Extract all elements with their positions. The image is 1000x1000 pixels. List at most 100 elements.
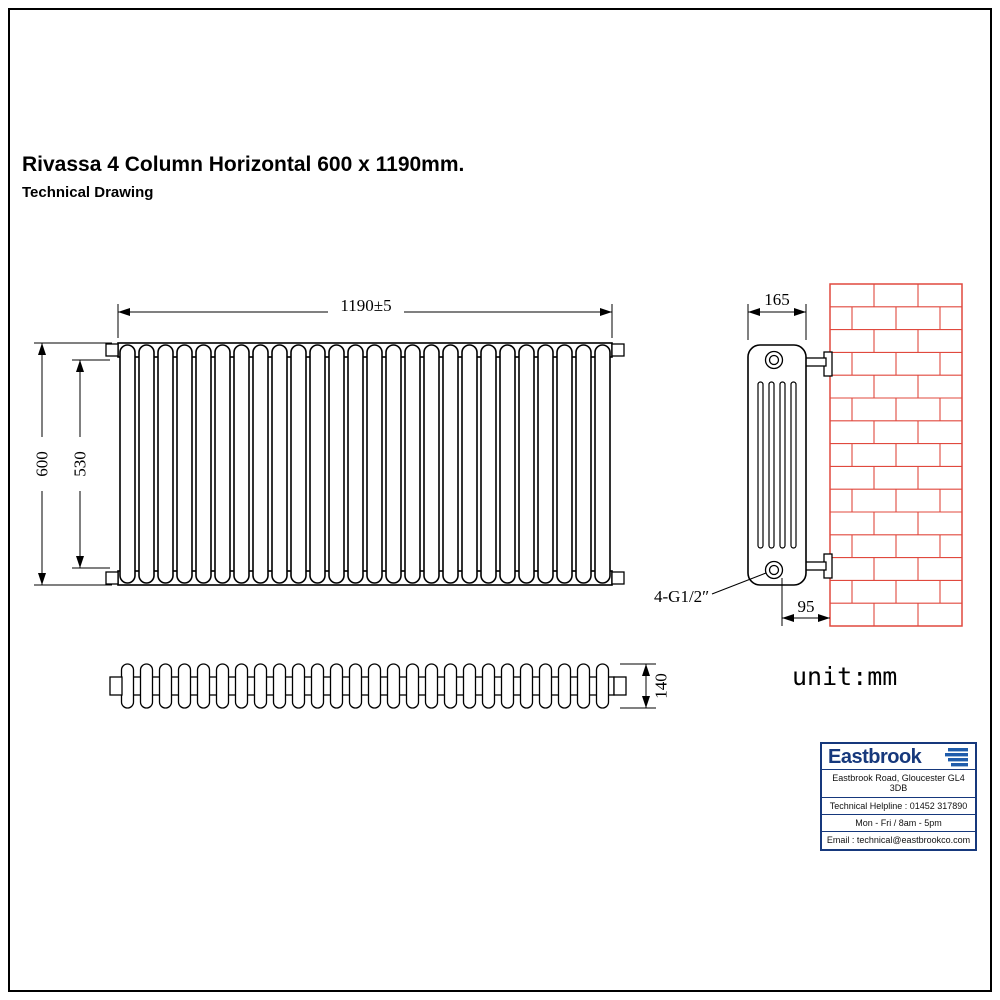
front-columns-group (119, 344, 611, 584)
top-columns-group (120, 663, 610, 709)
top-view (109, 663, 627, 709)
top-column-loop (139, 663, 154, 709)
radiator-column (119, 344, 136, 584)
dim-height-label: 600 (33, 451, 52, 477)
side-view (747, 344, 833, 586)
radiator-column (138, 344, 155, 584)
wall-bracket-arm-bottom (803, 561, 827, 571)
top-column-loop (443, 663, 458, 709)
top-column-loop (348, 663, 363, 709)
radiator-column (404, 344, 421, 584)
brand-title-block: Eastbrook Eastbrook Road, Gloucester GL4… (820, 742, 977, 851)
top-column-loop (386, 663, 401, 709)
front-plug-top-left (105, 343, 119, 357)
dimension-height: 600 (33, 342, 112, 586)
top-column-loop (595, 663, 610, 709)
side-column-slot (757, 381, 764, 549)
side-column-slot (779, 381, 786, 549)
connection-callout: 4-G1/2″ (654, 572, 767, 606)
top-column-loop (576, 663, 591, 709)
top-column-loop (424, 663, 439, 709)
top-column-loop (500, 663, 515, 709)
radiator-column (176, 344, 193, 584)
top-column-loop (367, 663, 382, 709)
top-column-loop (272, 663, 287, 709)
top-plug-right (613, 676, 627, 696)
radiator-column (537, 344, 554, 584)
top-column-loop (538, 663, 553, 709)
radiator-column (328, 344, 345, 584)
side-column-slot (790, 381, 797, 549)
brand-name: Eastbrook (828, 746, 922, 768)
brand-email: Email : technical@eastbrookco.com (822, 831, 975, 848)
top-column-loop (519, 663, 534, 709)
top-column-loop (329, 663, 344, 709)
unit-label: unit:mm (792, 662, 898, 691)
top-column-loop (215, 663, 230, 709)
radiator-column (442, 344, 459, 584)
brand-hours: Mon - Fri / 8am - 5pm (822, 814, 975, 831)
dimension-depth: 165 (747, 290, 807, 340)
top-column-loop (291, 663, 306, 709)
front-plug-top-right (611, 343, 625, 357)
dim-depth-label: 165 (764, 290, 790, 309)
radiator-column (480, 344, 497, 584)
dimension-wall-distance: 95 (781, 578, 830, 626)
connection-label: 4-G1/2″ (654, 587, 709, 606)
dim-width-label: 1190±5 (340, 296, 391, 315)
top-plug-left (109, 676, 123, 696)
radiator-column (499, 344, 516, 584)
radiator-column (195, 344, 212, 584)
dim-wall-distance-label: 95 (798, 597, 815, 616)
radiator-column (385, 344, 402, 584)
top-column-loop (120, 663, 135, 709)
top-column-loop (405, 663, 420, 709)
wall-bracket-arm-top (803, 357, 827, 367)
radiator-column (271, 344, 288, 584)
top-column-loop (557, 663, 572, 709)
top-column-loop (253, 663, 268, 709)
dimension-pipe-centres: 530 (71, 359, 110, 569)
dim-pipe-centres-label: 530 (71, 451, 90, 477)
radiator-column (347, 344, 364, 584)
dimension-width: 1190±5 (117, 296, 613, 338)
page-subtitle: Technical Drawing (22, 184, 154, 201)
top-column-loop (234, 663, 249, 709)
radiator-column (461, 344, 478, 584)
brand-address: Eastbrook Road, Gloucester GL4 3DB (822, 769, 975, 797)
radiator-column (214, 344, 231, 584)
radiator-column (556, 344, 573, 584)
page-title: Rivassa 4 Column Horizontal 600 x 1190mm… (22, 153, 465, 176)
brand-helpline: Technical Helpline : 01452 317890 (822, 796, 975, 814)
side-column-slot (768, 381, 775, 549)
dim-top-depth-label: 140 (652, 673, 671, 699)
side-slots-group (757, 381, 797, 549)
brick-wall (829, 283, 963, 627)
front-plug-bottom-right (611, 571, 625, 585)
radiator-column (575, 344, 592, 584)
eastbrook-logo-icon (945, 748, 968, 767)
radiator-column (252, 344, 269, 584)
side-tapping-bottom-inner (768, 564, 780, 576)
top-column-loop (481, 663, 496, 709)
side-body (747, 344, 807, 586)
brand-header: Eastbrook (822, 744, 975, 769)
top-column-loop (177, 663, 192, 709)
radiator-column (233, 344, 250, 584)
radiator-column (309, 344, 326, 584)
front-plug-bottom-left (105, 571, 119, 585)
radiator-column (594, 344, 611, 584)
radiator-column (290, 344, 307, 584)
top-column-loop (158, 663, 173, 709)
radiator-column (518, 344, 535, 584)
front-view (105, 342, 625, 586)
brick-courses (830, 284, 962, 626)
connection-leader-line (711, 572, 767, 595)
top-column-loop (462, 663, 477, 709)
side-tapping-top-inner (768, 354, 780, 366)
radiator-column (366, 344, 383, 584)
top-column-loop (310, 663, 325, 709)
radiator-column (157, 344, 174, 584)
